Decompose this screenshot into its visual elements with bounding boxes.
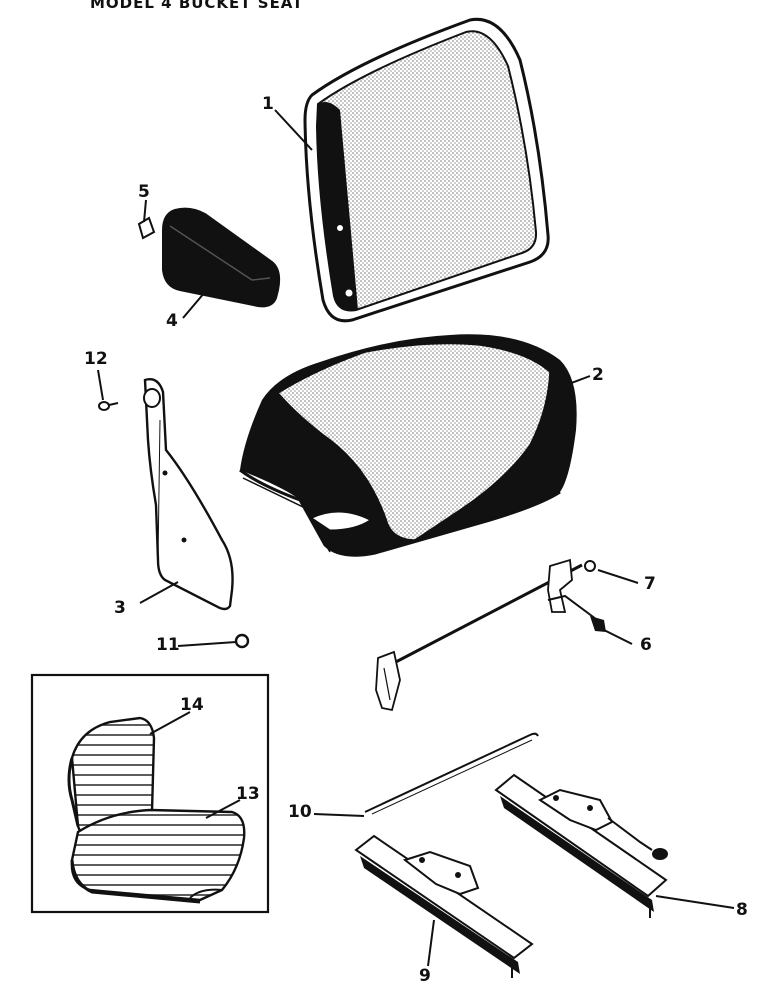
callout-13: 13: [236, 784, 260, 804]
side-bracket-drawing: [143, 378, 234, 611]
callout-6: 6: [640, 635, 652, 655]
seat-back-drawing: [303, 17, 550, 323]
nut-drawing-7: [584, 560, 596, 572]
page-header: MODEL 4 BUCKET SEAT: [90, 0, 430, 10]
callout-7: 7: [644, 574, 656, 594]
callout-12: 12: [84, 349, 108, 369]
callout-3: 3: [114, 598, 126, 618]
leader-lines: [97, 109, 735, 967]
seat-cushion-drawing: [239, 334, 577, 557]
connecting-rod-drawing: [364, 732, 539, 815]
callout-11: 11: [156, 635, 180, 655]
callout-4: 4: [166, 311, 178, 331]
callout-14: 14: [180, 695, 204, 715]
screw-drawing: [98, 401, 119, 411]
callout-8: 8: [736, 900, 748, 920]
callout-2: 2: [592, 365, 604, 385]
clip-drawing: [137, 216, 156, 240]
seat-track-left-drawing: [354, 834, 534, 978]
page-title: MODEL 4 BUCKET SEAT: [90, 0, 304, 10]
adjust-handle-drawing: [375, 558, 606, 712]
callout-9: 9: [419, 966, 431, 986]
inset-box-drawing: [30, 673, 270, 914]
callout-10: 10: [288, 802, 312, 822]
seat-track-right-drawing: [494, 773, 668, 918]
arm-rest-drawing: [162, 207, 281, 308]
callout-1: 1: [262, 94, 274, 114]
nut-drawing-11: [234, 633, 250, 649]
callout-5: 5: [138, 182, 150, 202]
